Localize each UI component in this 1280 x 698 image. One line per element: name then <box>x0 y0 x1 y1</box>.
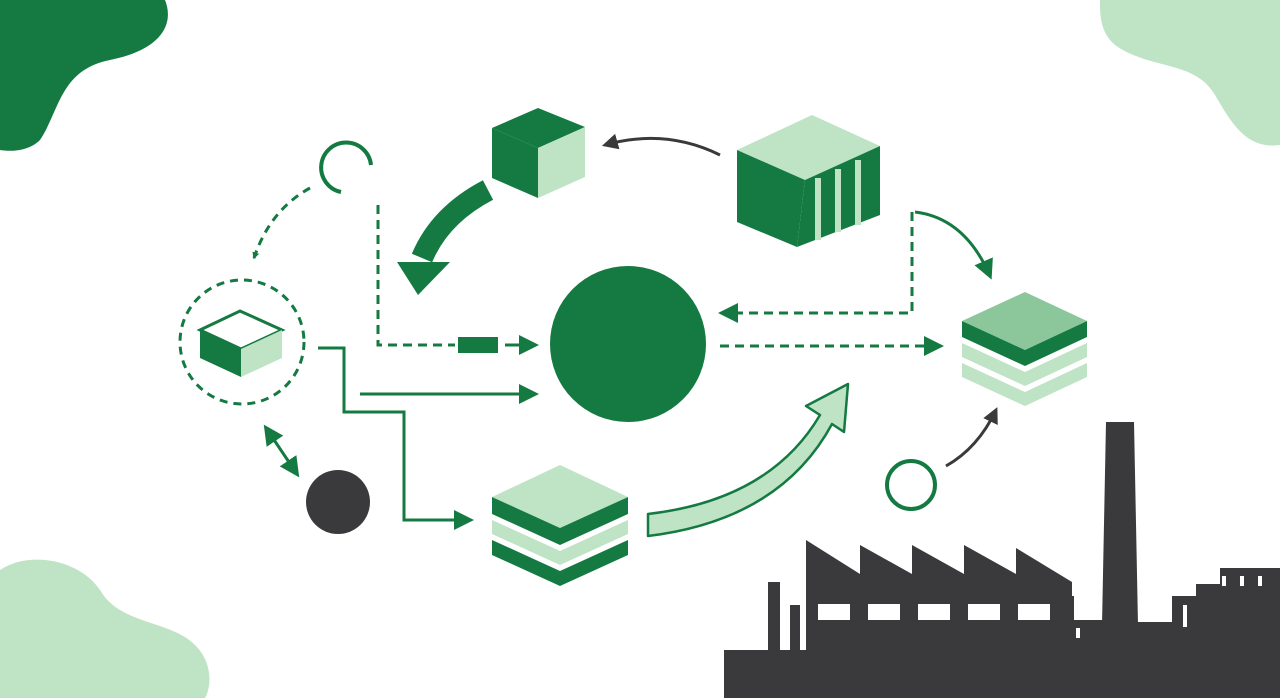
dashed-arrow-right-to-hub <box>718 212 914 323</box>
arrow-cube-curve-down <box>411 180 494 263</box>
blob-bottom-left <box>0 559 210 698</box>
arrow-container-to-cube <box>601 133 721 157</box>
connector-cube-to-layers <box>318 346 474 530</box>
dashed-path-block <box>458 337 498 353</box>
double-arrow-left <box>263 424 300 478</box>
stacked-layers-icon-right <box>962 292 1087 406</box>
factory-silhouette <box>724 422 1280 698</box>
blob-top-right <box>1100 0 1280 146</box>
arrow-ring-to-circled-cube <box>252 186 311 260</box>
circled-cube-icon <box>178 278 306 406</box>
shipping-container-icon <box>737 115 880 247</box>
stacked-layers-icon-bottom <box>492 465 628 586</box>
cube-icon <box>492 108 585 198</box>
arrow-layers-to-hub <box>646 382 850 538</box>
blob-top-left <box>0 0 168 151</box>
open-ring-top-left <box>319 140 373 194</box>
dashed-path-top-to-hub <box>376 205 455 347</box>
arrow-ring-to-stack <box>945 407 998 468</box>
factory-windows <box>818 576 1262 638</box>
open-ring-bottom-right <box>885 459 937 511</box>
hub-circle <box>550 266 706 422</box>
charcoal-dot <box>306 470 370 534</box>
arrow-cube-curve-head <box>397 262 450 295</box>
arrow-container-to-stack <box>914 210 993 280</box>
